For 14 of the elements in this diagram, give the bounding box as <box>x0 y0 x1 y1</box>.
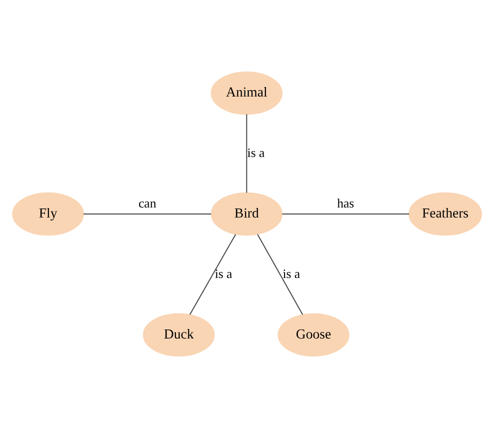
connector <box>189 234 236 316</box>
node-ellipse: Goose <box>278 313 350 357</box>
edge-label: is a <box>247 146 265 160</box>
node-ellipse: Feathers <box>408 192 482 236</box>
node-ellipse: Duck <box>142 313 215 357</box>
node-ellipse: Bird <box>210 192 283 236</box>
node-ellipse: Animal <box>210 71 283 115</box>
edge-label: is a <box>282 266 300 281</box>
connector <box>257 234 304 316</box>
edge-label: is a <box>214 266 232 281</box>
connector <box>246 114 248 194</box>
edge-label: has <box>337 196 354 211</box>
node-ellipse: Fly <box>12 192 84 236</box>
edge-label: can <box>138 196 156 211</box>
